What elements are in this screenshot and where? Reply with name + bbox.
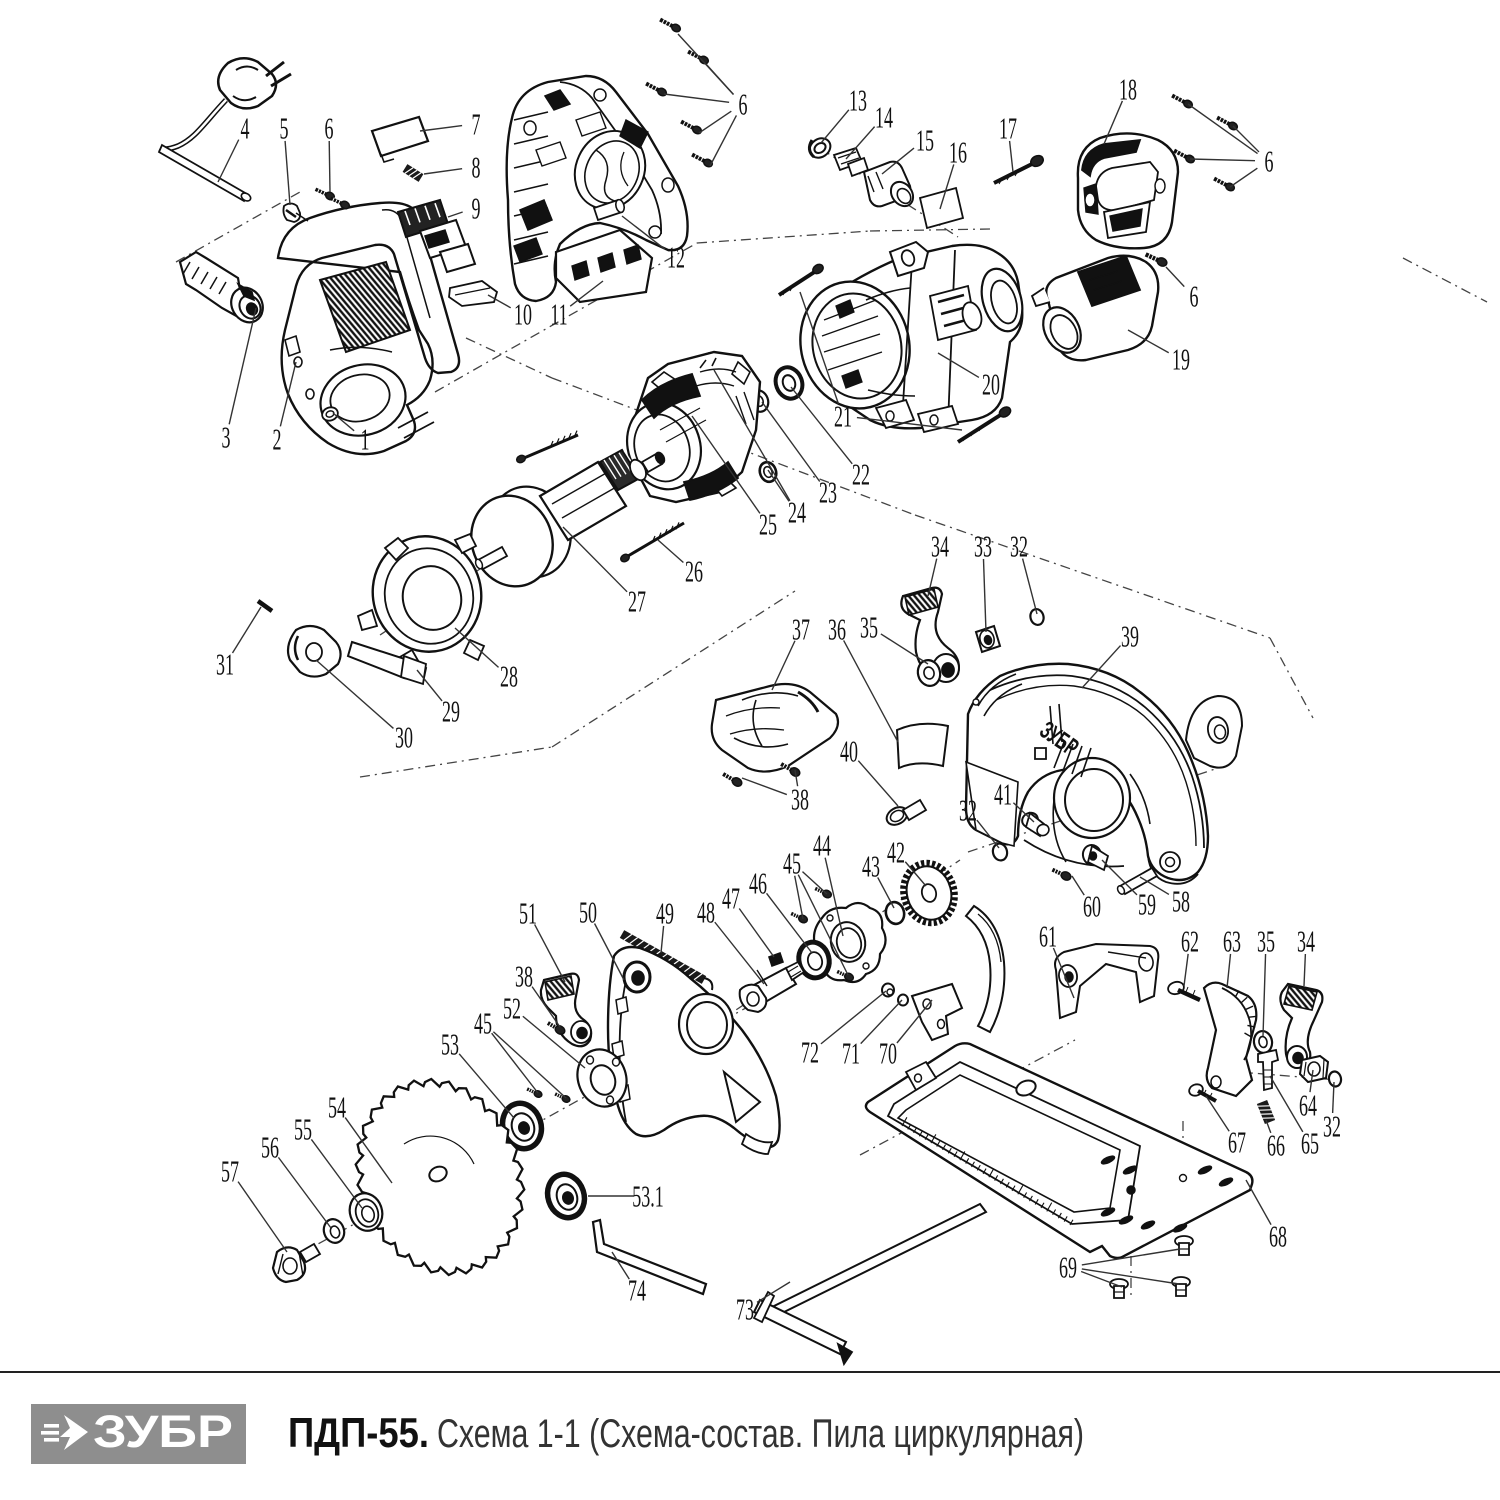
- svg-text:61: 61: [1039, 920, 1057, 954]
- svg-text:73: 73: [736, 1293, 754, 1327]
- svg-text:38: 38: [791, 783, 809, 817]
- svg-text:64: 64: [1299, 1089, 1317, 1123]
- svg-text:53.1: 53.1: [632, 1180, 663, 1214]
- svg-text:68: 68: [1269, 1220, 1287, 1254]
- svg-text:7: 7: [472, 108, 481, 142]
- svg-text:22: 22: [852, 458, 870, 492]
- svg-text:50: 50: [579, 896, 597, 930]
- svg-text:6: 6: [1190, 280, 1199, 314]
- svg-text:15: 15: [916, 124, 934, 158]
- svg-text:17: 17: [999, 112, 1017, 146]
- svg-text:23: 23: [819, 476, 837, 510]
- svg-text:74: 74: [628, 1274, 646, 1308]
- svg-text:53: 53: [441, 1028, 459, 1062]
- svg-text:69: 69: [1059, 1251, 1077, 1285]
- svg-text:27: 27: [628, 585, 646, 619]
- svg-text:21: 21: [834, 400, 852, 434]
- svg-text:56: 56: [261, 1131, 279, 1165]
- svg-text:65: 65: [1301, 1127, 1319, 1161]
- svg-text:ЗУБР: ЗУБР: [93, 1406, 233, 1457]
- svg-text:49: 49: [656, 897, 674, 931]
- svg-text:38: 38: [515, 960, 533, 994]
- svg-text:26: 26: [685, 555, 703, 589]
- svg-text:4: 4: [241, 112, 250, 146]
- svg-text:25: 25: [759, 508, 777, 542]
- svg-text:58: 58: [1172, 885, 1190, 919]
- svg-text:70: 70: [879, 1037, 897, 1071]
- svg-text:35: 35: [1257, 925, 1275, 959]
- svg-text:31: 31: [216, 648, 234, 682]
- svg-text:34: 34: [931, 530, 949, 564]
- svg-text:41: 41: [994, 778, 1012, 812]
- svg-text:35: 35: [860, 611, 878, 645]
- svg-text:29: 29: [442, 695, 460, 729]
- svg-text:45: 45: [783, 847, 801, 881]
- svg-text:6: 6: [739, 88, 748, 122]
- svg-text:20: 20: [982, 368, 1000, 402]
- svg-text:44: 44: [813, 829, 831, 863]
- svg-text:6: 6: [325, 112, 334, 146]
- svg-text:57: 57: [221, 1155, 239, 1189]
- svg-text:32: 32: [1010, 530, 1028, 564]
- svg-text:12: 12: [667, 241, 685, 275]
- svg-text:72: 72: [801, 1036, 819, 1070]
- svg-text:39: 39: [1121, 620, 1139, 654]
- svg-text:67: 67: [1228, 1126, 1246, 1160]
- svg-text:42: 42: [887, 836, 905, 870]
- svg-text:10: 10: [514, 298, 532, 332]
- svg-text:66: 66: [1267, 1129, 1285, 1163]
- svg-text:36: 36: [828, 613, 846, 647]
- svg-text:2: 2: [273, 423, 282, 457]
- svg-text:30: 30: [395, 721, 413, 755]
- svg-text:51: 51: [519, 897, 537, 931]
- svg-text:34: 34: [1297, 925, 1315, 959]
- svg-text:52: 52: [503, 992, 521, 1026]
- svg-text:24: 24: [788, 496, 806, 530]
- svg-text:18: 18: [1119, 73, 1137, 107]
- svg-text:46: 46: [749, 867, 767, 901]
- svg-text:71: 71: [842, 1037, 860, 1071]
- svg-text:14: 14: [875, 101, 893, 135]
- svg-text:45: 45: [474, 1007, 492, 1041]
- svg-text:11: 11: [550, 298, 567, 332]
- svg-text:40: 40: [840, 735, 858, 769]
- svg-text:43: 43: [862, 850, 880, 884]
- svg-text:54: 54: [328, 1091, 346, 1125]
- svg-text:33: 33: [974, 530, 992, 564]
- svg-text:37: 37: [792, 613, 810, 647]
- svg-text:1: 1: [361, 423, 370, 457]
- svg-text:9: 9: [472, 192, 481, 226]
- svg-text:32: 32: [959, 794, 977, 828]
- svg-text:6: 6: [1265, 145, 1274, 179]
- svg-text:47: 47: [722, 882, 740, 916]
- svg-text:55: 55: [294, 1113, 312, 1147]
- svg-text:5: 5: [280, 112, 289, 146]
- svg-text:59: 59: [1138, 888, 1156, 922]
- svg-text:19: 19: [1172, 343, 1190, 377]
- svg-text:32: 32: [1323, 1110, 1341, 1144]
- svg-text:63: 63: [1223, 925, 1241, 959]
- svg-text:8: 8: [472, 151, 481, 185]
- svg-text:28: 28: [500, 660, 518, 694]
- svg-text:Схема 1-1 (Схема-состав. Пила: Схема 1-1 (Схема-состав. Пила циркулярна…: [437, 1412, 1084, 1456]
- svg-text:62: 62: [1181, 925, 1199, 959]
- svg-text:3: 3: [222, 421, 231, 455]
- svg-text:13: 13: [849, 84, 867, 118]
- svg-text:48: 48: [697, 896, 715, 930]
- svg-text:60: 60: [1083, 890, 1101, 924]
- svg-text:16: 16: [949, 136, 967, 170]
- svg-text:ПДП-55.: ПДП-55.: [288, 1409, 429, 1456]
